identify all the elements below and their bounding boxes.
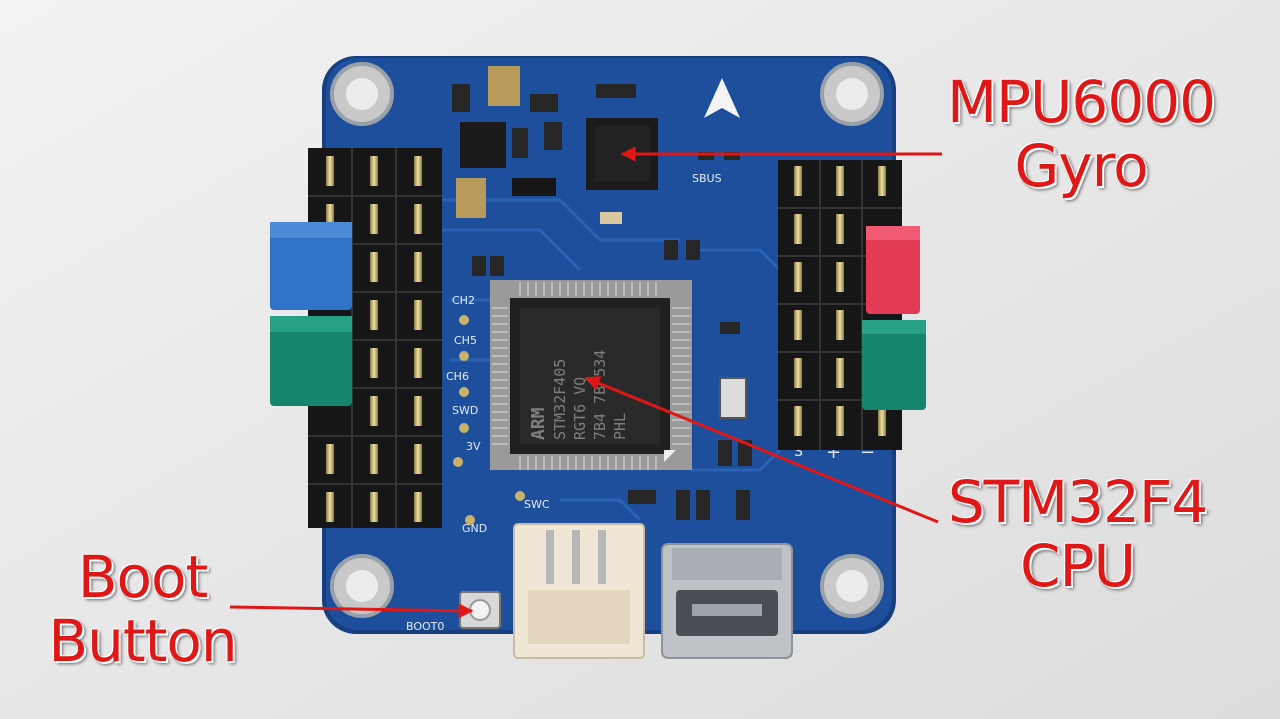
jumper-red-highlight xyxy=(866,226,920,240)
chip-line5-text: PHL xyxy=(611,413,629,440)
label-boot0: BOOT0 xyxy=(406,620,444,633)
chip-corner-mark xyxy=(664,450,676,462)
direction-arrow-icon xyxy=(704,78,740,118)
chip-markings: ARM STM32F405 RGT6 VQ 7B4 7B 534 PHL xyxy=(528,350,629,440)
sbus-components xyxy=(472,152,752,520)
label-swc: SWC xyxy=(524,498,550,511)
annotation-arrows xyxy=(229,146,942,619)
arrow-stm xyxy=(584,376,939,524)
chip-part-text: STM32F405 xyxy=(551,359,569,440)
mounting-hole-top-right xyxy=(820,62,884,126)
mpu-callout-line2: Gyro xyxy=(1014,132,1148,200)
test-pads xyxy=(453,315,525,525)
label-3v: 3V xyxy=(466,440,481,453)
boot-callout-line1: Boot xyxy=(77,543,209,611)
jumper-blue-highlight xyxy=(270,222,352,238)
jst-connector xyxy=(513,523,645,659)
boot-button-callout: Boot Button xyxy=(40,545,245,673)
label-swd: SWD xyxy=(452,404,478,417)
chip-brand-text: ARM xyxy=(528,407,549,440)
stm32f4-cpu-callout: STM32F4 CPU xyxy=(940,470,1215,598)
label-sbus: SBUS xyxy=(692,172,722,185)
stm32-cpu-chip: ARM STM32F405 RGT6 VQ 7B4 7B 534 PHL xyxy=(490,280,692,470)
jumper-green-left xyxy=(270,316,352,406)
mounting-hole-top-left xyxy=(330,62,394,126)
jumper-green-left-highlight xyxy=(270,316,352,332)
jumper-green-right-highlight xyxy=(862,320,926,334)
chip-line3-text: RGT6 VQ xyxy=(571,377,589,440)
regulator-components xyxy=(452,66,636,224)
label-ch2: CH2 xyxy=(452,294,475,307)
micro-usb-port xyxy=(661,543,793,659)
label-ch5: CH5 xyxy=(454,334,477,347)
label-gnd: GND xyxy=(462,522,487,535)
stm-callout-line1: STM32F4 xyxy=(947,468,1208,536)
mounting-hole-bottom-right xyxy=(820,554,884,618)
label-ch6: CH6 xyxy=(446,370,469,383)
stm-callout-line2: CPU xyxy=(1020,532,1136,600)
mpu-callout-line1: MPU6000 xyxy=(946,68,1216,136)
label-pin-s: S xyxy=(794,444,803,460)
mpu6000-gyro-callout: MPU6000 Gyro xyxy=(946,70,1216,198)
arrow-boot xyxy=(229,603,474,619)
chip-line4-text: 7B4 7B 534 xyxy=(591,350,609,440)
jumper-green-right xyxy=(862,320,926,410)
chip-pins xyxy=(492,282,690,470)
jumper-blue xyxy=(270,222,352,310)
boot-callout-line2: Button xyxy=(48,607,237,675)
jumper-red xyxy=(866,226,920,314)
mounting-hole-bottom-left xyxy=(330,554,394,618)
